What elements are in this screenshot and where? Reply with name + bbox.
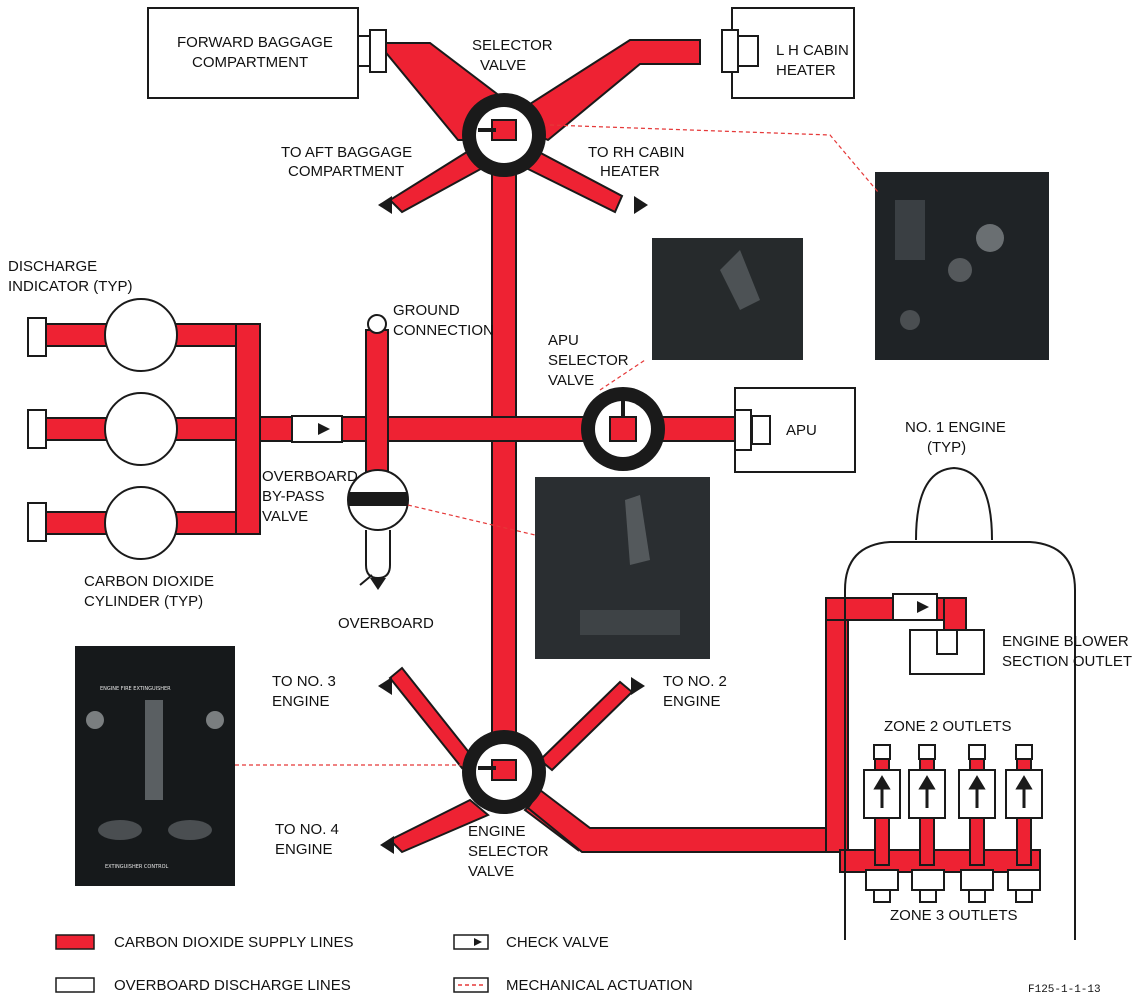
- label-overboard: OVERBOARD: [338, 615, 434, 632]
- panel-footer: EXTINGUISHER CONTROL: [105, 864, 169, 870]
- label-cylinder-2: CYLINDER (TYP): [84, 593, 203, 610]
- label-bypass-1: OVERBOARD: [262, 468, 358, 485]
- label-to-no4-2: ENGINE: [275, 841, 333, 858]
- label-engine-selector-2: SELECTOR: [468, 843, 549, 860]
- legend-swatch-overboard: [56, 978, 94, 992]
- engine-selector-valve: [462, 730, 546, 814]
- upper-selector-valve: [462, 93, 546, 177]
- legend-overboard-lines: OVERBOARD DISCHARGE LINES: [114, 977, 351, 994]
- label-to-no2-1: TO NO. 2: [663, 673, 727, 690]
- label-rh-cabin-1: TO RH CABIN: [588, 144, 684, 161]
- legend-check-valve: CHECK VALVE: [506, 934, 609, 951]
- label-aft-baggage-1: TO AFT BAGGAGE: [281, 144, 412, 161]
- legend-co2-supply: CARBON DIOXIDE SUPPLY LINES: [114, 934, 354, 951]
- label-no1-engine-2: (TYP): [927, 439, 966, 456]
- label-lh-cabin-2: HEATER: [776, 62, 836, 79]
- photo-engine-fire-panel: ENGINE FIRE EXTINGUISHER EXTINGUISHER CO…: [75, 646, 235, 886]
- label-engine-selector-3: VALVE: [468, 863, 514, 880]
- figure-id: F125-1-1-13: [1028, 984, 1101, 996]
- label-rh-cabin-2: HEATER: [600, 163, 660, 180]
- legend-swatch-supply: [56, 935, 94, 949]
- label-to-no2-2: ENGINE: [663, 693, 721, 710]
- label-engine-selector-1: ENGINE: [468, 823, 526, 840]
- label-zone2: ZONE 2 OUTLETS: [884, 718, 1012, 735]
- apu-selector-valve: [581, 387, 665, 471]
- label-selector-valve-2: VALVE: [480, 57, 526, 74]
- label-to-no3-2: ENGINE: [272, 693, 330, 710]
- photo-selector-panel: [875, 172, 1049, 360]
- forward-baggage-box: [148, 8, 386, 98]
- label-apu-selector-3: VALVE: [548, 372, 594, 389]
- photo-apu-lever: [652, 238, 803, 360]
- label-to-no4-1: TO NO. 4: [275, 821, 339, 838]
- panel-title: ENGINE FIRE EXTINGUISHER: [100, 686, 171, 692]
- label-cylinder-1: CARBON DIOXIDE: [84, 573, 214, 590]
- engine-blower-outlet: [910, 630, 984, 674]
- ground-connection-cap: [368, 315, 386, 333]
- label-apu: APU: [786, 422, 817, 439]
- label-lh-cabin-1: L H CABIN: [776, 42, 849, 59]
- legend: CARBON DIOXIDE SUPPLY LINES OVERBOARD DI…: [56, 934, 1101, 996]
- zone3-outlets: [866, 870, 1040, 902]
- label-apu-selector-1: APU: [548, 332, 579, 349]
- label-to-no3-1: TO NO. 3: [272, 673, 336, 690]
- label-discharge-1: DISCHARGE: [8, 258, 97, 275]
- label-zone3: ZONE 3 OUTLETS: [890, 907, 1018, 924]
- legend-mech-actuation-icon: [454, 978, 488, 992]
- legend-check-valve-icon: [454, 935, 488, 949]
- zone2-outlets: [864, 745, 1042, 818]
- photo-bypass-handle: [535, 477, 710, 659]
- legend-mech-actuation: MECHANICAL ACTUATION: [506, 977, 693, 994]
- label-aft-baggage-2: COMPARTMENT: [288, 163, 404, 180]
- label-forward-baggage-1: FORWARD BAGGAGE: [177, 34, 333, 51]
- label-bypass-2: BY-PASS: [262, 488, 325, 505]
- label-ground-1: GROUND: [393, 302, 460, 319]
- label-apu-selector-2: SELECTOR: [548, 352, 629, 369]
- label-bypass-3: VALVE: [262, 508, 308, 525]
- label-blower-2: SECTION OUTLET: [1002, 653, 1132, 670]
- label-ground-2: CONNECTION: [393, 322, 494, 339]
- label-discharge-2: INDICATOR (TYP): [8, 278, 132, 295]
- check-valve-main: [292, 416, 342, 442]
- engine-check-valve: [893, 594, 937, 620]
- overboard-bypass-valve: [348, 470, 408, 590]
- label-blower-1: ENGINE BLOWER: [1002, 633, 1129, 650]
- label-selector-valve-1: SELECTOR: [472, 37, 553, 54]
- label-no1-engine-1: NO. 1 ENGINE: [905, 419, 1006, 436]
- label-forward-baggage-2: COMPARTMENT: [192, 54, 308, 71]
